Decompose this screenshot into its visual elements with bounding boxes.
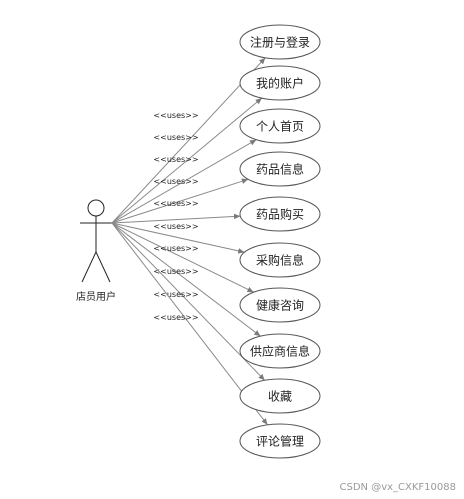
uses-relation-label: <<uses>> — [153, 177, 198, 186]
actor-left-leg — [81, 251, 97, 283]
actor-right-leg — [95, 251, 111, 283]
uses-relation-line — [111, 213, 241, 224]
use-case-label: 健康咨询 — [256, 298, 304, 313]
uses-relation-label: <<uses>> — [153, 199, 198, 208]
use-case-ellipse — [239, 333, 321, 369]
uses-relation-line — [111, 222, 266, 381]
use-case-ellipse — [239, 242, 321, 278]
use-case-ellipse — [239, 151, 321, 187]
uses-relation-label: <<uses>> — [153, 313, 198, 322]
uses-relation-label: <<uses>> — [153, 155, 198, 164]
uses-relation-line — [111, 139, 257, 224]
use-case-label: 我的账户 — [256, 76, 304, 91]
actor-store-clerk: 店员用户 — [76, 199, 116, 303]
uses-relation-line — [111, 222, 254, 293]
uses-relation-line — [111, 57, 266, 224]
uses-relation-line — [111, 97, 263, 224]
uses-relation-label: <<uses>> — [153, 267, 198, 276]
watermark: CSDN @vx_CXKF10088 — [339, 482, 456, 493]
use-case: 个人首页 — [239, 108, 321, 144]
use-case-ellipse — [239, 65, 321, 101]
actor-label: 店员用户 — [76, 290, 116, 303]
use-case: 药品购买 — [239, 196, 321, 232]
uses-relation-line — [111, 222, 261, 337]
use-case: 采购信息 — [239, 242, 321, 278]
relations: <<uses>> <<uses>> <<uses>> <<uses>> <<uses>>… — [111, 57, 268, 426]
use-case-ellipse — [239, 24, 321, 60]
use-case: 供应商信息 — [239, 333, 321, 369]
use-case: 我的账户 — [239, 65, 321, 101]
use-case-label: 供应商信息 — [250, 344, 310, 359]
use-case-label: 收藏 — [268, 390, 292, 404]
use-case-ellipse — [239, 196, 321, 232]
use-case-label: 采购信息 — [256, 253, 304, 268]
uses-relation-label: <<uses>> — [153, 111, 198, 120]
uses-relation-label: <<uses>> — [153, 222, 198, 231]
uses-relation-line — [111, 222, 245, 254]
use-case-label: 药品信息 — [256, 162, 304, 177]
use-case: 评论管理 — [239, 423, 321, 459]
use-case-label: 药品购买 — [256, 207, 304, 222]
use-case: 注册与登录 — [239, 24, 321, 60]
use-case: 收藏 — [239, 378, 321, 414]
uses-relation-label: <<uses>> — [153, 244, 198, 253]
use-case-ellipse — [239, 423, 321, 459]
use-case: 健康咨询 — [239, 287, 321, 323]
use-case-label: 个人首页 — [256, 120, 304, 134]
use-case-ellipse — [239, 287, 321, 323]
use-case: 药品信息 — [239, 151, 321, 187]
use-case-ellipse — [239, 108, 321, 144]
use-case-ellipse — [239, 378, 321, 414]
uses-relation-label: <<uses>> — [153, 133, 198, 142]
use-case-label: 注册与登录 — [250, 35, 310, 50]
uses-relation-line — [111, 178, 249, 224]
uses-relation-label: <<uses>> — [153, 290, 198, 299]
use-case-label: 评论管理 — [256, 434, 304, 449]
actor-head — [87, 199, 105, 217]
